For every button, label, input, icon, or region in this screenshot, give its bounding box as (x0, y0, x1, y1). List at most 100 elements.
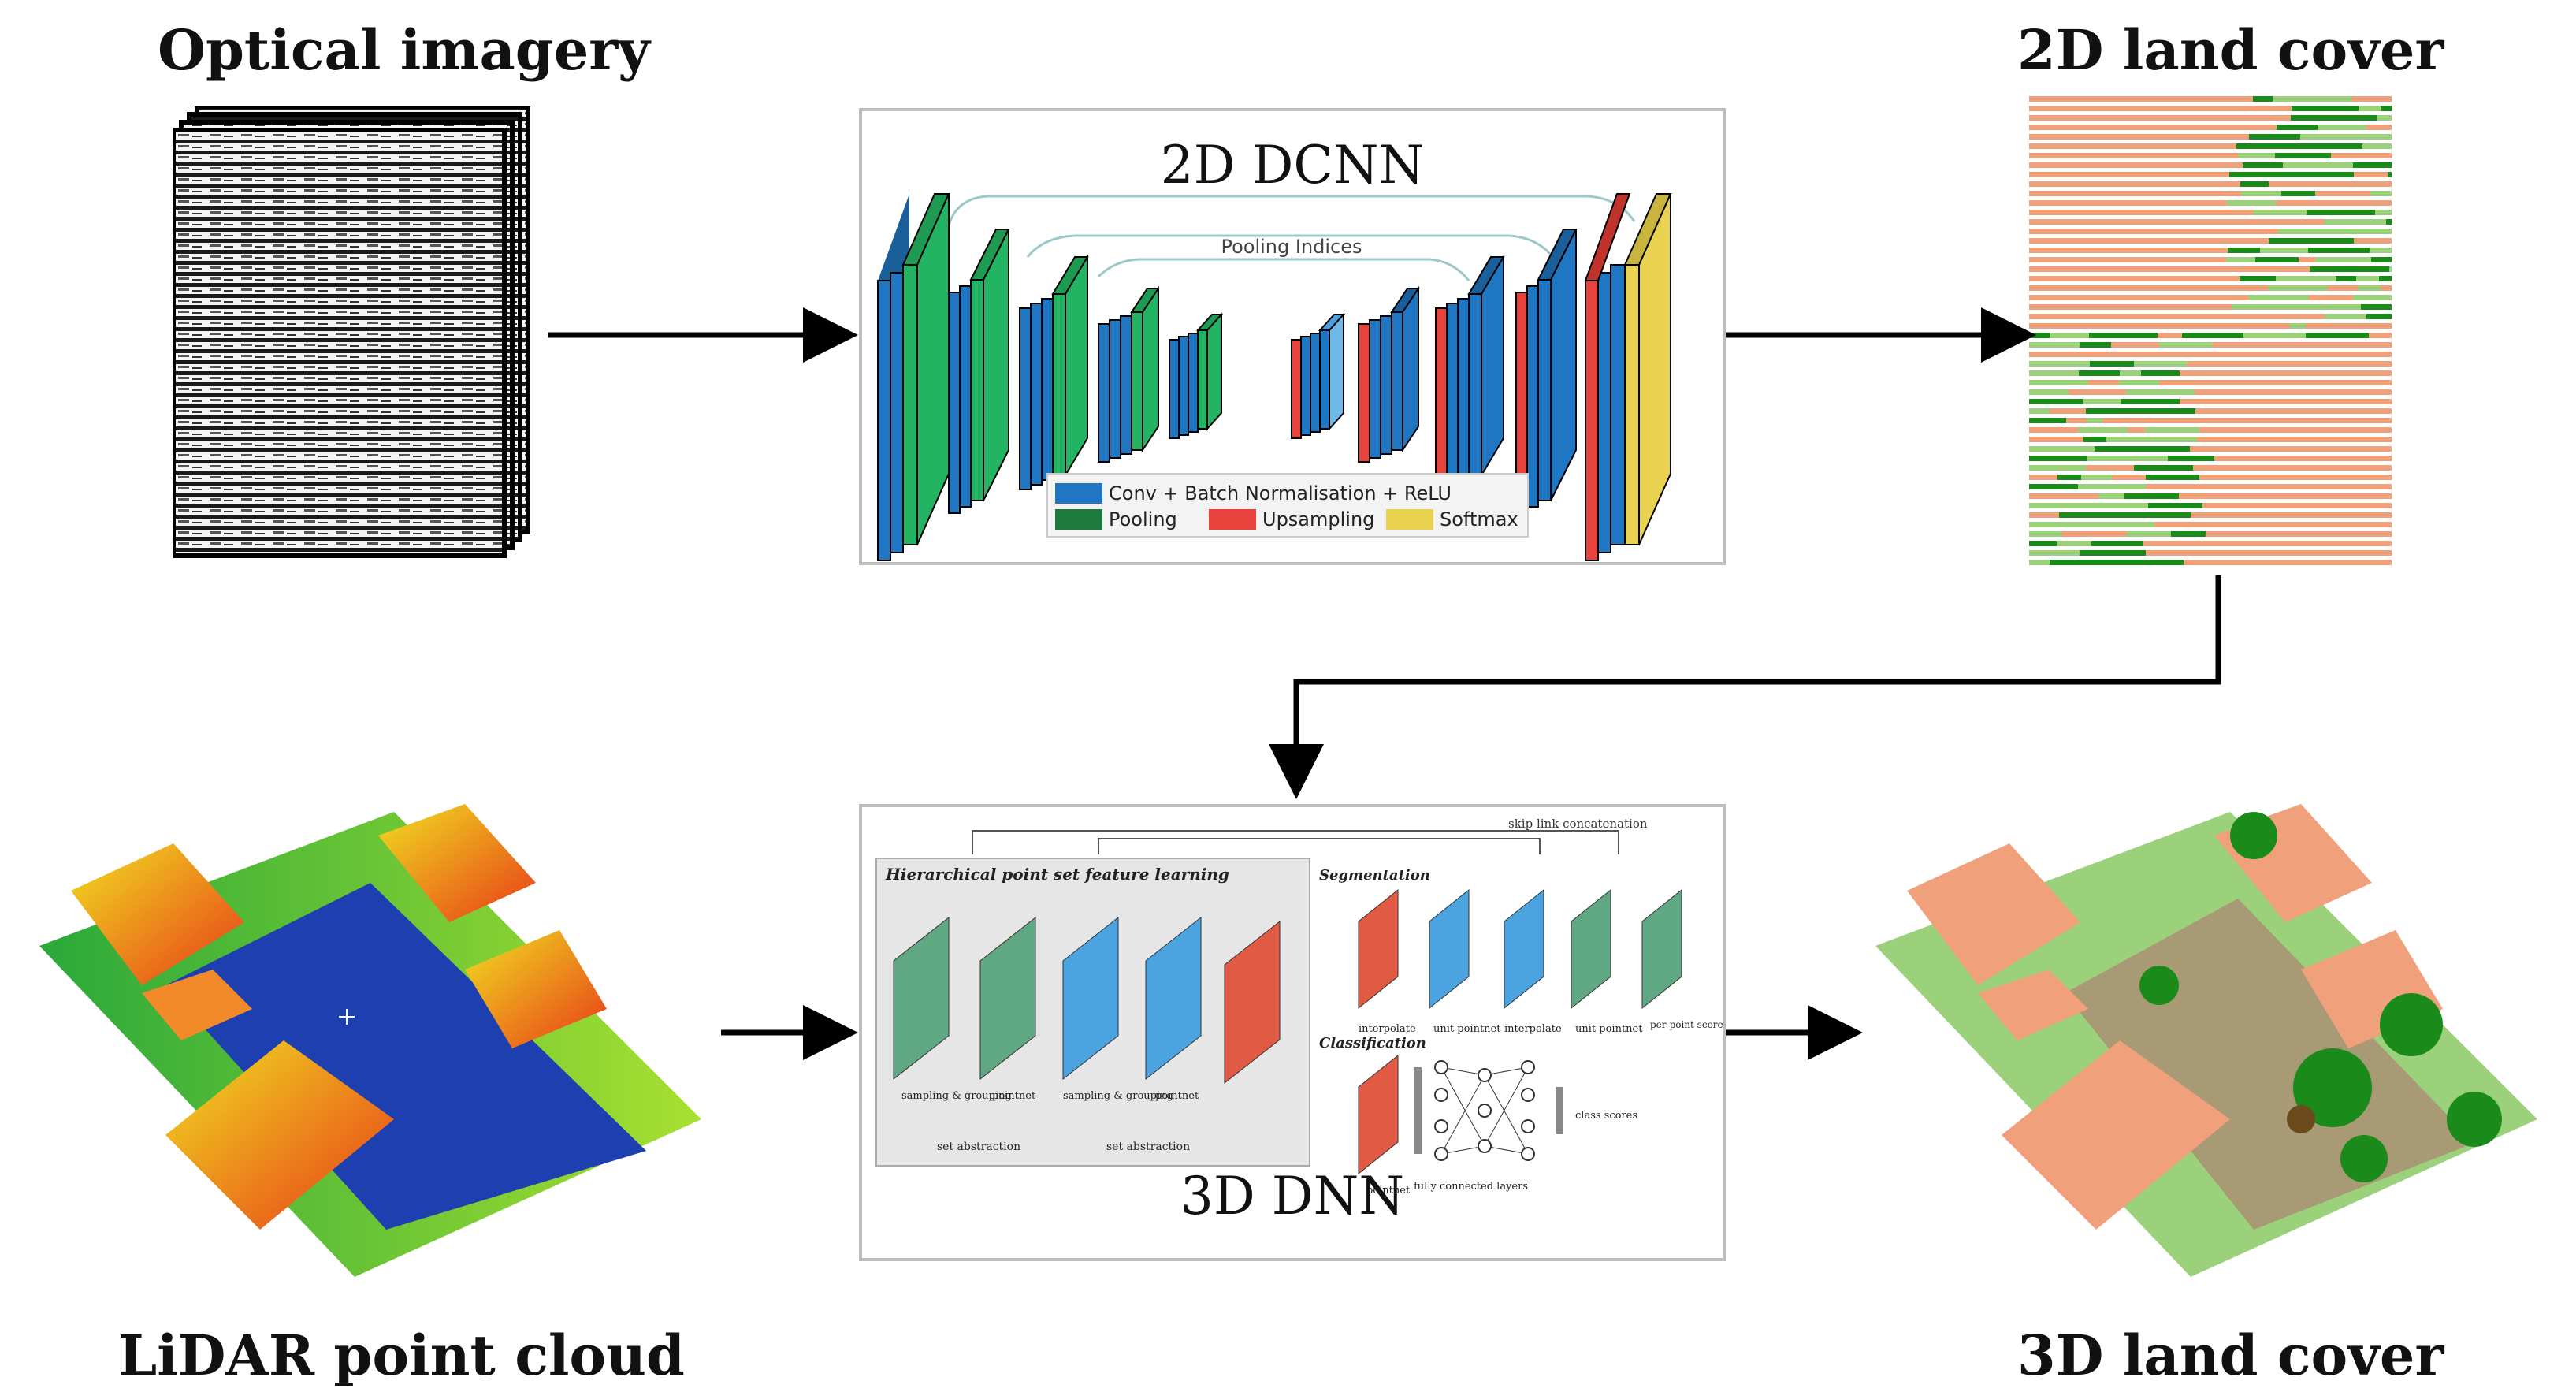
land-cover-segment (2260, 248, 2308, 253)
land-cover-segment (2321, 380, 2337, 385)
encoder-block-5 (1169, 312, 1224, 439)
land-cover-segment (2226, 257, 2255, 262)
land-cover-segment (2029, 295, 2063, 300)
land-cover-segment (2050, 304, 2072, 310)
land-cover-segment (2029, 418, 2066, 423)
land-cover-segment (2206, 446, 2239, 452)
land-cover-segment (2095, 181, 2113, 187)
land-cover-segment (2320, 408, 2375, 414)
3d-land-cover-model (1875, 804, 2537, 1277)
land-cover-segment (2029, 304, 2050, 310)
land-cover-segment (2172, 550, 2210, 556)
land-cover-segment (2267, 427, 2299, 433)
land-cover-segment (2240, 181, 2269, 187)
land-cover-segment (2049, 200, 2113, 206)
sa-plane-2 (979, 916, 1036, 1081)
land-cover-segment (2386, 550, 2392, 556)
encoder-block-3 (1019, 254, 1089, 490)
land-cover-segment (2276, 314, 2325, 319)
land-cover-segment (2029, 181, 2053, 187)
legend-swatch-softmax (1386, 509, 1433, 530)
land-cover-segment (2253, 96, 2273, 102)
land-cover-segment (2283, 162, 2331, 168)
land-cover-segment (2029, 361, 2090, 367)
land-cover-segment (2228, 248, 2260, 253)
land-cover-segment (2240, 276, 2276, 281)
land-cover-segment (2142, 153, 2175, 158)
land-cover-segment (2290, 323, 2306, 329)
land-cover-segment (2184, 191, 2241, 196)
land-cover-segment (2278, 229, 2321, 234)
land-cover-segment (2070, 238, 2140, 244)
land-cover-segment (2188, 210, 2254, 215)
decoder-block-3 (1435, 254, 1505, 490)
legend-swatch-pooling (1055, 509, 1102, 530)
land-cover-segment (2318, 370, 2373, 376)
land-cover-segment (2192, 266, 2247, 272)
encoder-block-1 (877, 193, 950, 561)
land-cover-segment (2152, 162, 2173, 168)
land-cover-segment (2278, 484, 2323, 489)
land-cover-segment (2126, 389, 2195, 395)
land-cover-segment (2059, 512, 2118, 518)
land-cover-segment (2029, 408, 2050, 414)
land-cover-segment (2313, 361, 2371, 367)
interpolate-label-1: interpolate (1359, 1023, 1416, 1035)
per-point-scores-label: per-point scores (1650, 1019, 1723, 1030)
land-cover-segment (2334, 522, 2384, 527)
land-cover-segment (2330, 342, 2359, 348)
land-cover-segment (2184, 143, 2206, 149)
land-cover-segment (2370, 191, 2392, 196)
land-cover-segment (2311, 475, 2344, 480)
land-cover-segment (2142, 352, 2176, 357)
land-cover-segment (2057, 276, 2107, 281)
land-cover-segment (2029, 427, 2078, 433)
class-scores-label: class scores (1575, 1110, 1637, 1122)
land-cover-segment (2029, 560, 2050, 565)
land-cover-segment (2355, 465, 2391, 471)
land-cover-segment (2327, 550, 2386, 556)
land-cover-segment (2182, 333, 2243, 338)
land-cover-segment (2029, 465, 2086, 471)
land-cover-segment (2029, 541, 2057, 546)
land-cover-segment (2181, 418, 2206, 423)
land-cover-segment (2206, 143, 2236, 149)
land-cover-segment (2352, 333, 2369, 338)
land-cover-segment (2029, 314, 2058, 319)
land-cover-segment (2075, 229, 2126, 234)
pointnet-architecture: skip link concatenation Hierarchical poi… (875, 817, 1723, 1197)
land-cover-segment (2218, 285, 2268, 291)
unit-pointnet-label-1: unit pointnet (1433, 1023, 1501, 1035)
land-cover-segment (2279, 342, 2312, 348)
dcnn-panel: 2D DCNN Pooling Indices (859, 108, 1726, 565)
land-cover-segment (2292, 172, 2354, 177)
land-cover-segment (2128, 427, 2145, 433)
land-cover-segment (2307, 522, 2334, 527)
land-cover-segment (2299, 427, 2363, 433)
land-cover-segment (2250, 512, 2273, 518)
land-cover-segment (2299, 257, 2315, 262)
land-cover-segment (2273, 96, 2321, 102)
land-cover-segment (2266, 493, 2313, 499)
land-cover-segment (2050, 333, 2089, 338)
land-cover-segment (2140, 134, 2158, 140)
land-cover-segment (2089, 333, 2158, 338)
land-cover-segment (2381, 304, 2392, 310)
land-cover-segment (2118, 512, 2170, 518)
land-cover-segment (2146, 210, 2188, 215)
land-cover-segment (2269, 238, 2293, 244)
land-cover-segment (2292, 408, 2320, 414)
encoder-block-2 (948, 229, 1010, 514)
land-cover-segment (2069, 389, 2126, 395)
land-cover-segment (2236, 143, 2294, 149)
land-cover-segment (2291, 115, 2331, 121)
land-cover-segment (2389, 266, 2392, 272)
land-cover-segment (2332, 465, 2355, 471)
land-cover-segment (2150, 437, 2197, 442)
land-cover-segment (2331, 115, 2377, 121)
land-cover-segment (2308, 418, 2324, 423)
land-cover-segment (2209, 560, 2266, 565)
sa-plane-3 (1062, 916, 1119, 1081)
land-cover-segment (2050, 266, 2088, 272)
legend-label-conv: Conv + Batch Normalisation + ReLU (1109, 482, 1452, 504)
